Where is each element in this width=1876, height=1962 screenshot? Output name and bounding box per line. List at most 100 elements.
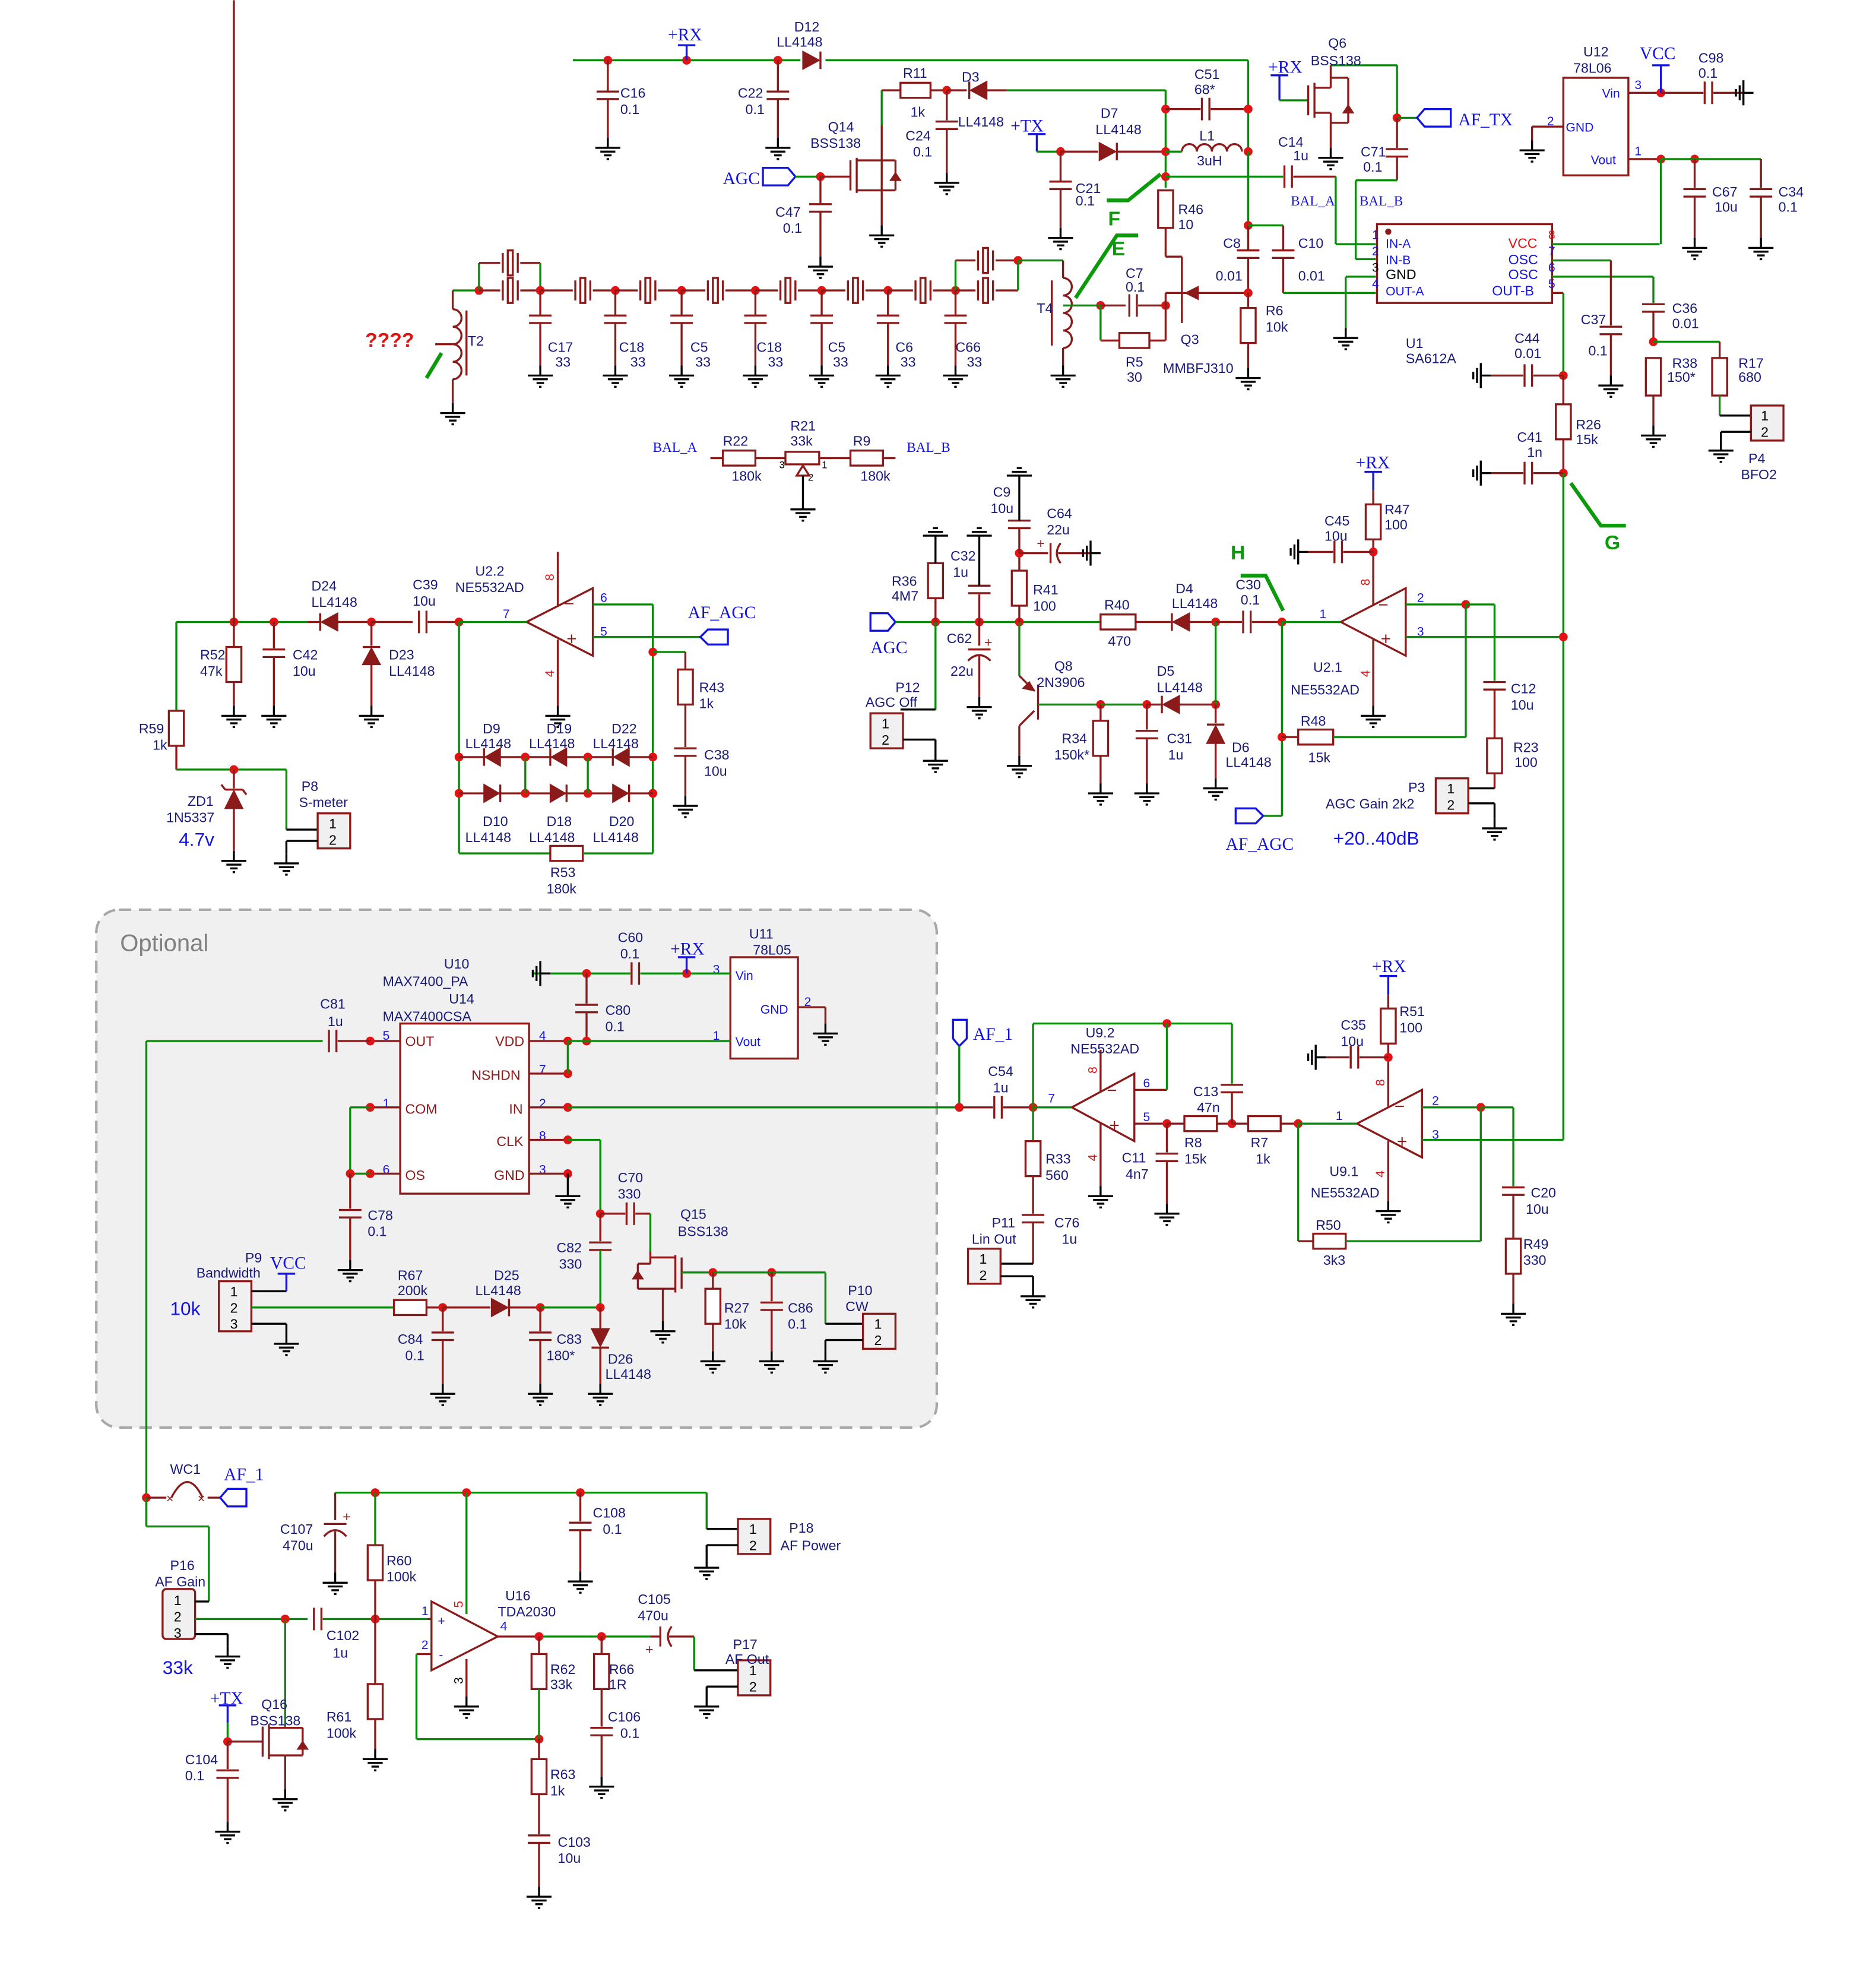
schematic-label: 1 [1320, 607, 1327, 621]
schematic-label: C47 [775, 204, 800, 220]
schematic-label: BAL_B [907, 440, 950, 455]
schematic-label: 5 [383, 1029, 390, 1043]
schematic-label: 1k [550, 1783, 565, 1798]
schematic-label: MAX7400CSA [383, 1008, 472, 1024]
schematic-label: 1n [1527, 444, 1542, 460]
schematic-label: U9.2 [1086, 1025, 1115, 1040]
schematic-label: C17 [548, 339, 573, 355]
schematic-label: LL4148 [1157, 679, 1203, 695]
schematic-label: 4 [1086, 1154, 1100, 1161]
schematic-label: AGC Gain 2k2 [1326, 796, 1414, 811]
schematic-label: LL4148 [389, 663, 435, 679]
bandwidth-pot-note: 10k [170, 1298, 201, 1319]
schematic-label: Vout [736, 1036, 760, 1049]
schematic-label: 1 [980, 1251, 987, 1267]
schematic-label: P11 [992, 1215, 1015, 1230]
schematic-label: D12 [794, 19, 819, 34]
schematic-label: 2 [874, 1333, 882, 1348]
schematic-label: 10u [1715, 199, 1738, 214]
schematic-label: R33 [1045, 1151, 1070, 1167]
schematic-label: E [1112, 238, 1125, 260]
schematic-label: R5 [1126, 355, 1143, 370]
schematic-label: BSS138 [250, 1713, 300, 1728]
schematic-label: 3uH [1197, 153, 1222, 168]
schematic-label: 15k [1184, 1151, 1207, 1167]
schematic-label: C11 [1122, 1150, 1146, 1165]
schematic-label: 33 [555, 355, 571, 370]
schematic-label: BFO2 [1741, 467, 1776, 482]
schematic-label: 0.01 [1672, 315, 1699, 331]
schematic-label: VDD [495, 1034, 524, 1049]
schematic-label: U12 [1583, 44, 1608, 59]
schematic-label: TDA2030 [497, 1604, 556, 1619]
schematic-label: C31 [1167, 731, 1192, 746]
svg-text:+: + [1397, 1132, 1407, 1151]
schematic-label: C38 [704, 747, 729, 762]
schematic-label: 47n [1197, 1100, 1220, 1115]
schematic-label: 3 [1634, 78, 1642, 92]
schematic-label: LL4148 [958, 114, 1004, 129]
schematic-label: D9 [483, 721, 500, 736]
schematic-label: NSHDN [471, 1067, 520, 1083]
transformer-T2: T2 ???? [365, 286, 484, 426]
symbol-part [483, 783, 502, 803]
schematic-label: 1k [911, 104, 926, 119]
schematic-label: R48 [1301, 713, 1326, 729]
schematic-label: R49 [1523, 1236, 1548, 1252]
schematic-label: C22 [738, 86, 763, 101]
schematic-label: 33k [550, 1676, 573, 1692]
schematic-label: Vin [1602, 87, 1620, 101]
schematic-label: 0.1 [620, 102, 639, 117]
resistor-R48: R48 15k [1277, 604, 1467, 816]
schematic-label: 0.01 [1514, 346, 1541, 361]
schematic-label: 3 [1432, 1128, 1439, 1141]
schematic-label: 15k [1308, 749, 1331, 765]
schematic-label: C5 [828, 339, 846, 355]
schematic-label: BAL_A [653, 440, 698, 455]
schematic-label: 0.1 [1698, 65, 1717, 81]
schematic-label: +RX [670, 940, 705, 959]
schematic-label: C14 [1278, 134, 1304, 150]
schematic-label: C5 [690, 339, 708, 355]
schematic-label: R22 [723, 433, 748, 448]
schematic-label: C67 [1712, 184, 1737, 200]
schematic-label: 3 [1372, 261, 1379, 275]
schematic-label: NE5532AD [1291, 682, 1360, 698]
schematic-label: SA612A [1406, 350, 1457, 366]
schematic-label: AF_AGC [688, 603, 756, 622]
schematic-label: C103 [558, 1834, 591, 1850]
schematic-label: 0.1 [1126, 279, 1145, 295]
schematic-label: P16 [170, 1558, 195, 1573]
schematic-label: 0.1 [606, 1018, 625, 1034]
schematic-label: 8 [1359, 579, 1373, 586]
schematic-label: P4 [1748, 451, 1765, 466]
schematic-label: C18 [619, 339, 644, 355]
schematic-label: 8 [1548, 229, 1555, 242]
schematic-label: D5 [1157, 663, 1175, 679]
schematic-label: T2 [468, 333, 484, 349]
schematic-label: C78 [367, 1207, 392, 1223]
svg-text:−: − [1395, 1097, 1405, 1116]
schematic-label: D19 [547, 721, 572, 736]
schematic-label: Vout [1591, 153, 1616, 167]
schematic-label: C36 [1672, 300, 1697, 316]
schematic-label: R26 [1576, 417, 1601, 432]
schematic-label: 2 [1432, 1094, 1439, 1108]
schematic-label: R9 [853, 433, 871, 448]
schematic-label: P10 [848, 1283, 872, 1298]
schematic-label: 470u [638, 1608, 668, 1624]
schematic-label: 4 [543, 670, 557, 677]
schematic-label: C104 [185, 1752, 218, 1767]
